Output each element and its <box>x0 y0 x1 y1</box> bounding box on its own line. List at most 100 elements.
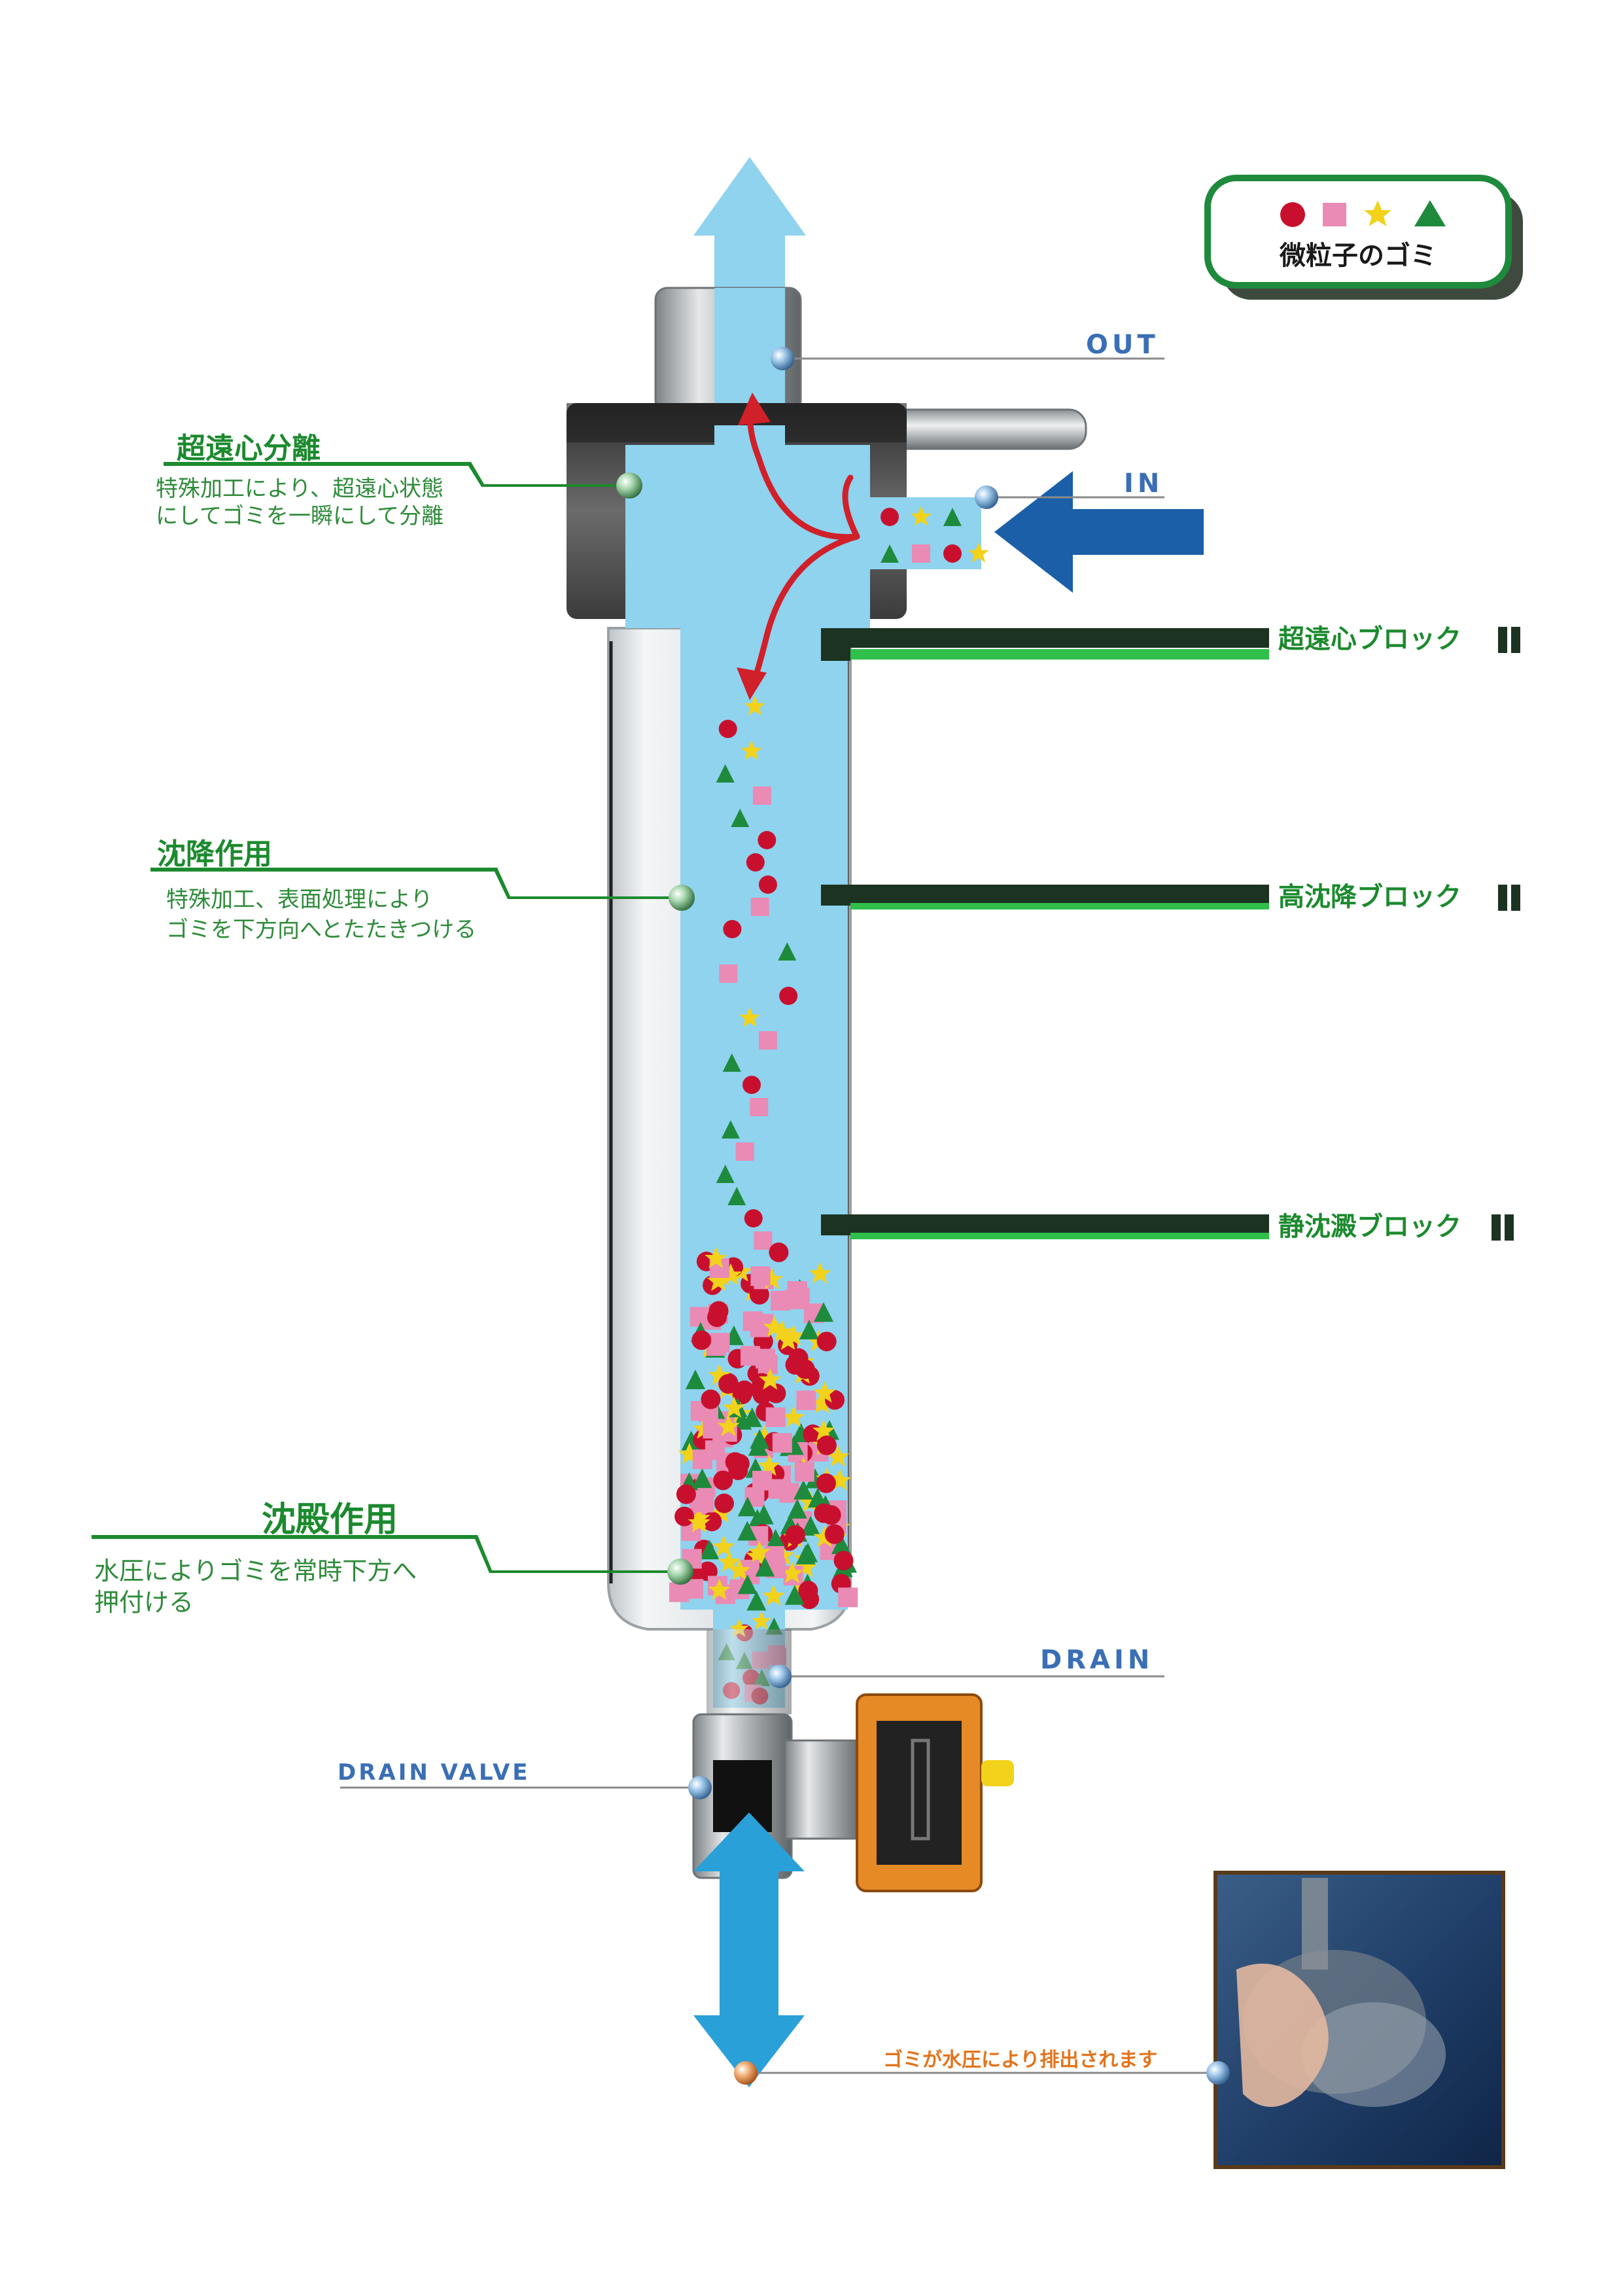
green-triangle-icon <box>1414 200 1446 226</box>
callout-precipitation: 沈殿作用 水圧によりゴミを常時下方へ 押付ける <box>92 1500 693 1617</box>
particle-circle <box>779 987 798 1005</box>
particle-square <box>912 544 930 563</box>
particle-circle <box>824 1524 845 1544</box>
particle-circle <box>718 720 737 738</box>
particle-triangle <box>794 1479 814 1500</box>
particle-circle <box>744 1209 763 1227</box>
callout-precipitation-line2: 押付ける <box>94 1588 194 1617</box>
callout-centrifugal-title: 超遠心分離 <box>177 432 321 465</box>
particle-circle <box>718 1373 739 1394</box>
particle-square <box>752 1470 773 1491</box>
particle-square <box>771 1290 791 1311</box>
block-label-3: 静沈澱ブロック <box>1278 1212 1461 1242</box>
particle-triangle <box>737 1521 758 1541</box>
particle-legend: 微粒子のゴミ <box>1204 175 1523 300</box>
particle-triangle <box>716 1165 735 1183</box>
particle-square <box>750 1098 769 1116</box>
particle-square <box>735 1142 754 1161</box>
callout-sedimentation-line1: 特殊加工、表面処理により <box>166 887 432 913</box>
particle-circle <box>758 875 777 894</box>
particle-circle <box>701 1389 721 1409</box>
callout-centrifugal-line1: 特殊加工により、超遠心状態 <box>156 476 444 502</box>
particle-triangle <box>750 1429 770 1449</box>
in-label: IN <box>975 468 1164 509</box>
discharge-caption: ゴミが水圧により排出されます <box>734 2049 1230 2085</box>
drain-arrow <box>693 1812 805 2087</box>
particle-circle <box>788 1348 809 1368</box>
particle-circle <box>881 508 899 526</box>
particle-square <box>750 898 769 916</box>
drain-valve-label: DRAIN VALVE <box>338 1759 712 1799</box>
particle-square <box>694 1492 714 1513</box>
pink-square-icon <box>1323 203 1346 226</box>
svg-text:IN: IN <box>1124 468 1163 499</box>
particle-triangle <box>881 544 899 563</box>
callout-sedimentation-title: 沈降作用 <box>157 838 272 871</box>
drain-valve <box>692 1693 1014 1892</box>
particle-square <box>758 1031 777 1050</box>
block-bar-3: 静沈澱ブロック <box>821 1212 1514 1242</box>
particle-triangle <box>727 1187 746 1205</box>
particle-triangle <box>813 1302 833 1322</box>
particle-triangle <box>716 764 735 783</box>
particle-triangle <box>799 1319 819 1339</box>
particle-square <box>756 1349 776 1369</box>
particle-square <box>705 1440 725 1460</box>
particle-circle <box>798 1581 818 1601</box>
discharge-caption-text: ゴミが水圧により排出されます <box>883 2049 1157 2072</box>
block-bar-1: 超遠心ブロック <box>821 624 1520 661</box>
particle-triangle <box>784 1585 805 1605</box>
block-label-1: 超遠心ブロック <box>1278 624 1461 654</box>
particle-square <box>765 1407 786 1427</box>
particle-triangle <box>797 1542 818 1563</box>
particle-triangle <box>831 1534 851 1555</box>
particle-circle <box>833 1551 854 1571</box>
particle-square <box>750 1266 771 1286</box>
particle-circle <box>758 831 777 849</box>
callout-precipitation-line1: 水圧によりゴミを常時下方へ <box>94 1557 417 1585</box>
particle-square <box>838 1587 858 1608</box>
particle-circle <box>785 1525 805 1545</box>
particle-square <box>719 964 738 983</box>
particle-circle <box>674 1506 695 1527</box>
particle-circle <box>816 1473 836 1493</box>
particle-triangle <box>699 1540 720 1560</box>
particle-triangle <box>692 1468 712 1489</box>
particle-triangle <box>807 1487 828 1508</box>
vortex-arrowheads <box>737 393 771 700</box>
callout-sedimentation-line2: ゴミを下方向へとたたきつける <box>166 917 476 943</box>
particle-circle <box>713 1470 733 1491</box>
particle-triangle <box>787 1498 807 1519</box>
particle-square <box>752 786 771 805</box>
particle-triangle <box>721 1120 740 1139</box>
drain-label: DRAIN <box>768 1645 1164 1688</box>
particle-circle <box>723 920 742 938</box>
particle-circle <box>742 1076 761 1094</box>
particle-triangle <box>943 508 962 526</box>
particle-circle <box>766 1383 786 1404</box>
particle-square <box>750 1317 770 1337</box>
svg-text:OUT: OUT <box>1086 330 1159 360</box>
legend-label: 微粒子のゴミ <box>1279 241 1437 271</box>
particle-circle <box>943 544 962 563</box>
particle-square <box>787 1281 807 1301</box>
particle-circle <box>825 1390 845 1410</box>
particle-triangle <box>731 809 750 827</box>
svg-text:DRAIN: DRAIN <box>1040 1645 1153 1675</box>
callout-sedimentation: 沈降作用 特殊加工、表面処理により ゴミを下方向へとたたきつける <box>150 838 695 943</box>
particle-triangle <box>737 1574 758 1595</box>
callout-precipitation-title: 沈殿作用 <box>262 1500 398 1540</box>
particle-triangle <box>685 1369 705 1390</box>
particle-circle <box>814 1503 834 1523</box>
callout-centrifugal: 超遠心分離 特殊加工により、超遠心状態 にしてゴミを一瞬にして分離 <box>156 432 642 529</box>
in-arrow <box>994 471 1204 593</box>
particle-triangle <box>778 942 797 961</box>
particle-triangle <box>746 1591 767 1611</box>
block-bar-2: 高沈降ブロック <box>821 882 1520 912</box>
particle-circle <box>816 1435 837 1455</box>
particle-circle <box>676 1484 696 1504</box>
particle-square <box>772 1433 792 1453</box>
particle-circle <box>707 1307 727 1328</box>
particle-circle <box>749 1284 769 1305</box>
particle-square <box>703 1419 723 1439</box>
